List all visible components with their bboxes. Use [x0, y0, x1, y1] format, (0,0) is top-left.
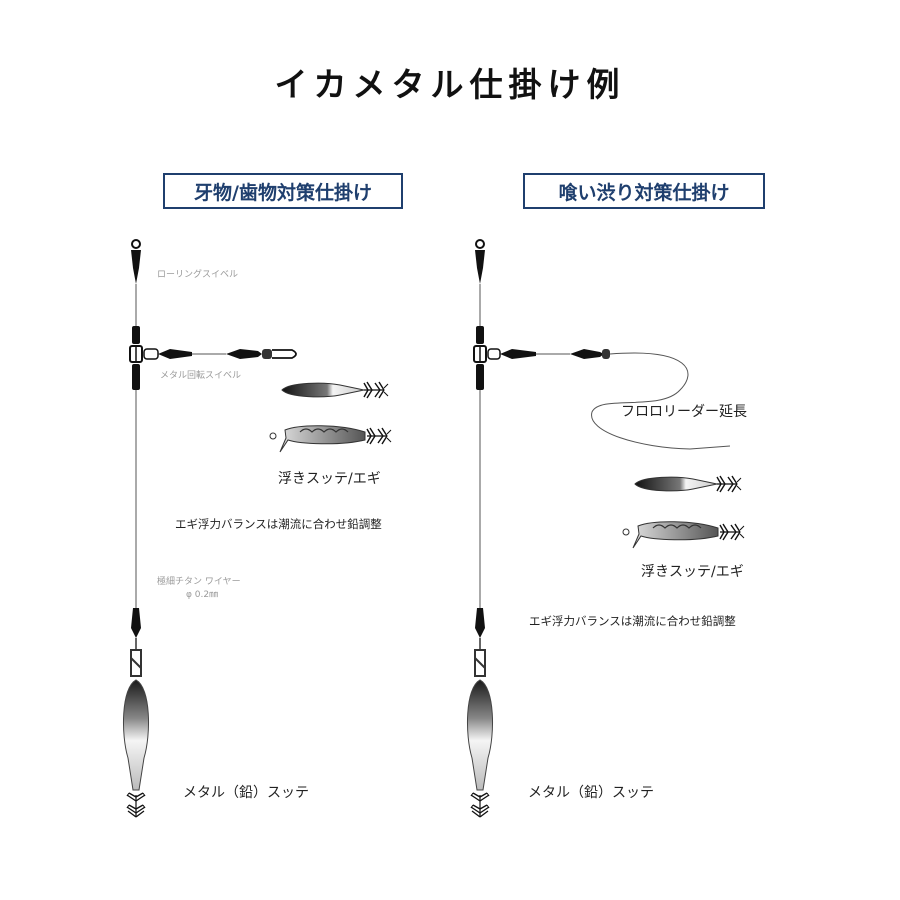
- right-float-sutte: [634, 475, 742, 493]
- rolling-swivel-ring: [131, 239, 141, 249]
- snap-swivel: [130, 649, 142, 677]
- page-title: イカメタル仕掛け例: [274, 65, 626, 104]
- right-rig-heading: 喰い渋り対策仕掛け: [523, 173, 765, 209]
- right-egi-label: 浮きスッテ/エギ: [641, 564, 744, 580]
- metal-sutte-sinker: [466, 679, 494, 791]
- rolling-swivel: [131, 250, 141, 284]
- fluoro-leader-label: フロロリーダー延長: [621, 404, 747, 420]
- right-balance-note: エギ浮力バランスは潮流に合わせ鉛調整: [529, 614, 736, 628]
- crimp-sleeve: [132, 326, 140, 344]
- metal-swivel-label: メタル回転スイベル: [160, 371, 242, 381]
- right-egi: [622, 521, 745, 549]
- left-float-sutte: [281, 381, 389, 399]
- left-egi-label: 浮きスッテ/エギ: [278, 471, 381, 487]
- left-rig-heading: 牙物/歯物対策仕掛け: [163, 173, 403, 209]
- right-rig: [466, 239, 731, 818]
- left-sutte-label: メタル（鉛）スッテ: [183, 785, 309, 801]
- rolling-swivel: [475, 250, 485, 284]
- left-egi: [269, 425, 392, 453]
- wire-size-label: φ 0.2㎜: [186, 590, 219, 600]
- fluoro-leader: [591, 352, 731, 450]
- wire-label: 極細チタン ワイヤー: [157, 577, 241, 587]
- left-rig: [122, 239, 297, 818]
- left-balance-note: エギ浮力バランスは潮流に合わせ鉛調整: [175, 517, 382, 531]
- metal-sutte-sinker: [122, 679, 150, 791]
- snap-clip: [272, 349, 297, 359]
- right-sutte-label: メタル（鉛）スッテ: [528, 785, 654, 801]
- rolling-swivel-label: ローリングスイベル: [157, 270, 239, 280]
